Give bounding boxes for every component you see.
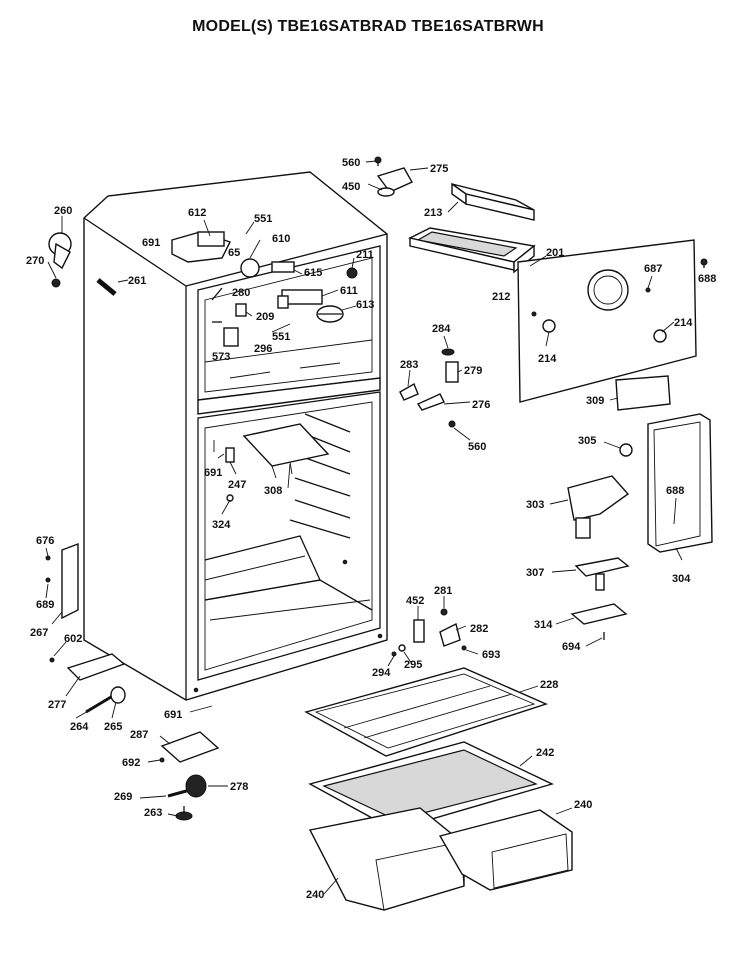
label-278: 278 — [230, 781, 248, 793]
label-573: 573 — [212, 351, 230, 363]
part-labels: 560 275 450 213 260 270 261 612 551 691 … — [26, 157, 716, 901]
label-295: 295 — [404, 659, 422, 671]
label-265: 265 — [104, 721, 122, 733]
label-212: 212 — [492, 291, 510, 303]
label-269: 269 — [114, 791, 132, 803]
label-305: 305 — [578, 435, 596, 447]
label-691c: 691 — [164, 709, 182, 721]
label-602: 602 — [64, 633, 82, 645]
label-260: 260 — [54, 205, 72, 217]
label-279: 279 — [464, 365, 482, 377]
right-control-parts — [567, 413, 713, 640]
label-694: 694 — [562, 641, 581, 653]
label-296: 296 — [254, 343, 272, 355]
label-615: 615 — [304, 267, 322, 279]
label-264: 264 — [70, 721, 89, 733]
label-283: 283 — [400, 359, 418, 371]
label-276: 276 — [472, 399, 490, 411]
label-452: 452 — [406, 595, 424, 607]
label-676: 676 — [36, 535, 54, 547]
label-240a: 240 — [574, 799, 592, 811]
label-450: 450 — [342, 181, 360, 193]
label-281: 281 — [434, 585, 452, 597]
label-282: 282 — [470, 623, 488, 635]
label-612: 612 — [188, 207, 206, 219]
label-692: 692 — [122, 757, 140, 769]
label-65: 65 — [228, 247, 240, 259]
label-211: 211 — [356, 249, 374, 261]
label-324: 324 — [212, 519, 231, 531]
label-691b: 691 — [204, 467, 222, 479]
freezer-controls — [171, 231, 358, 347]
label-280: 280 — [232, 287, 250, 299]
label-611: 611 — [340, 285, 358, 297]
label-551: 551 — [254, 213, 272, 225]
label-287: 287 — [130, 729, 148, 741]
label-560b: 560 — [468, 441, 486, 453]
label-270: 270 — [26, 255, 44, 267]
label-560: 560 — [342, 157, 360, 169]
label-688b: 688 — [666, 485, 684, 497]
evaporator-cover — [517, 239, 708, 403]
label-689: 689 — [36, 599, 54, 611]
label-309: 309 — [586, 395, 604, 407]
page-title: MODEL(S) TBE16SATBRAD TBE16SATBRWH — [192, 18, 544, 35]
left-hinge-parts — [45, 232, 220, 821]
label-303: 303 — [526, 499, 544, 511]
label-551b: 551 — [272, 331, 290, 343]
label-228: 228 — [540, 679, 558, 691]
label-263: 263 — [144, 807, 162, 819]
label-307: 307 — [526, 567, 544, 579]
label-277: 277 — [48, 699, 66, 711]
label-201: 201 — [546, 247, 564, 259]
leader-lines — [45, 160, 683, 895]
label-284: 284 — [432, 323, 451, 335]
label-693: 693 — [482, 649, 500, 661]
label-213: 213 — [424, 207, 442, 219]
label-261: 261 — [128, 275, 146, 287]
label-687: 687 — [644, 263, 662, 275]
label-267: 267 — [30, 627, 48, 639]
shelves-and-crispers — [304, 667, 573, 911]
label-275: 275 — [430, 163, 448, 175]
ice-tray-parts — [374, 156, 536, 274]
label-691: 691 — [142, 237, 160, 249]
label-247: 247 — [228, 479, 246, 491]
label-240b: 240 — [306, 889, 324, 901]
label-214b: 214 — [674, 317, 693, 329]
label-304: 304 — [672, 573, 691, 585]
label-209: 209 — [256, 311, 274, 323]
label-294: 294 — [372, 667, 391, 679]
center-hardware — [399, 348, 671, 457]
lower-small-parts — [391, 608, 467, 657]
label-314: 314 — [534, 619, 553, 631]
label-242: 242 — [536, 747, 554, 759]
label-214a: 214 — [538, 353, 557, 365]
label-613: 613 — [356, 299, 374, 311]
label-610: 610 — [272, 233, 290, 245]
label-308: 308 — [264, 485, 282, 497]
label-688: 688 — [698, 273, 716, 285]
